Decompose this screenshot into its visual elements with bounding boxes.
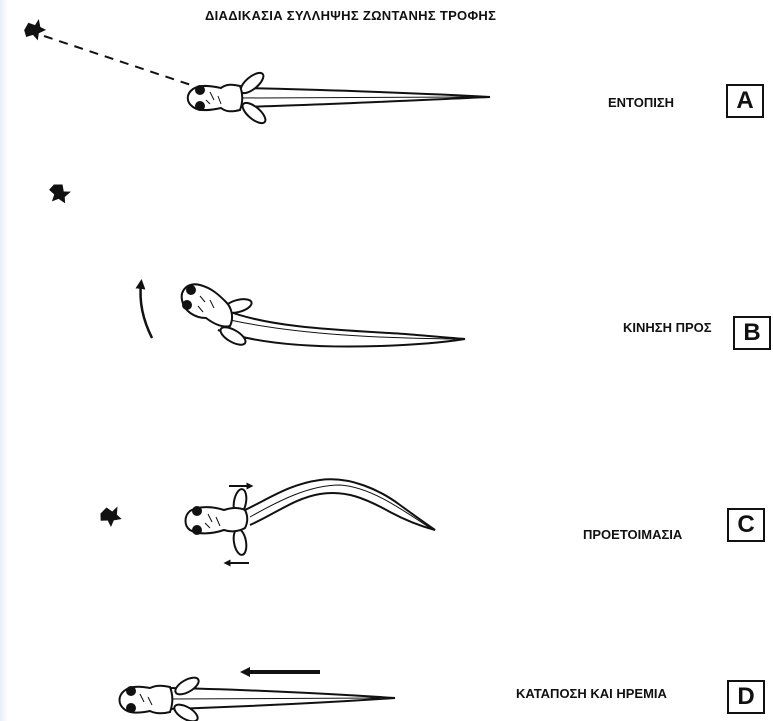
larva-illustration: [120, 674, 396, 721]
stage-c-scene: [99, 479, 435, 563]
larva-illustration: [188, 69, 490, 126]
larva-illustration: [182, 284, 465, 348]
prey-insect-icon: [99, 505, 123, 528]
stage-d-scene: [120, 672, 396, 721]
stage-a-label: ΕΝΤΟΠΙΣΗ: [608, 95, 674, 110]
stage-b-label: ΚΙΝΗΣΗ ΠΡΟΣ: [623, 320, 712, 335]
stage-b-letter-box: B: [733, 316, 771, 350]
stage-c-letter-box: C: [727, 508, 765, 542]
prey-insect-icon: [44, 180, 73, 208]
stage-a-letter-box: A: [726, 84, 764, 118]
stage-d-label: ΚΑΤΑΠΟΣΗ ΚΑΙ ΗΡΕΜΙΑ: [516, 686, 667, 701]
stage-c-label: ΠΡΟΕΤΟΙΜΑΣΙΑ: [583, 527, 682, 542]
movement-arrow-icon: [140, 284, 152, 338]
stage-a-scene: [21, 17, 490, 126]
stage-b-scene: [44, 180, 465, 348]
dashed-sight-line: [44, 36, 194, 86]
stage-d-letter-box: D: [727, 680, 765, 714]
prey-insect-icon: [21, 17, 48, 44]
larva-illustration: [186, 479, 436, 556]
